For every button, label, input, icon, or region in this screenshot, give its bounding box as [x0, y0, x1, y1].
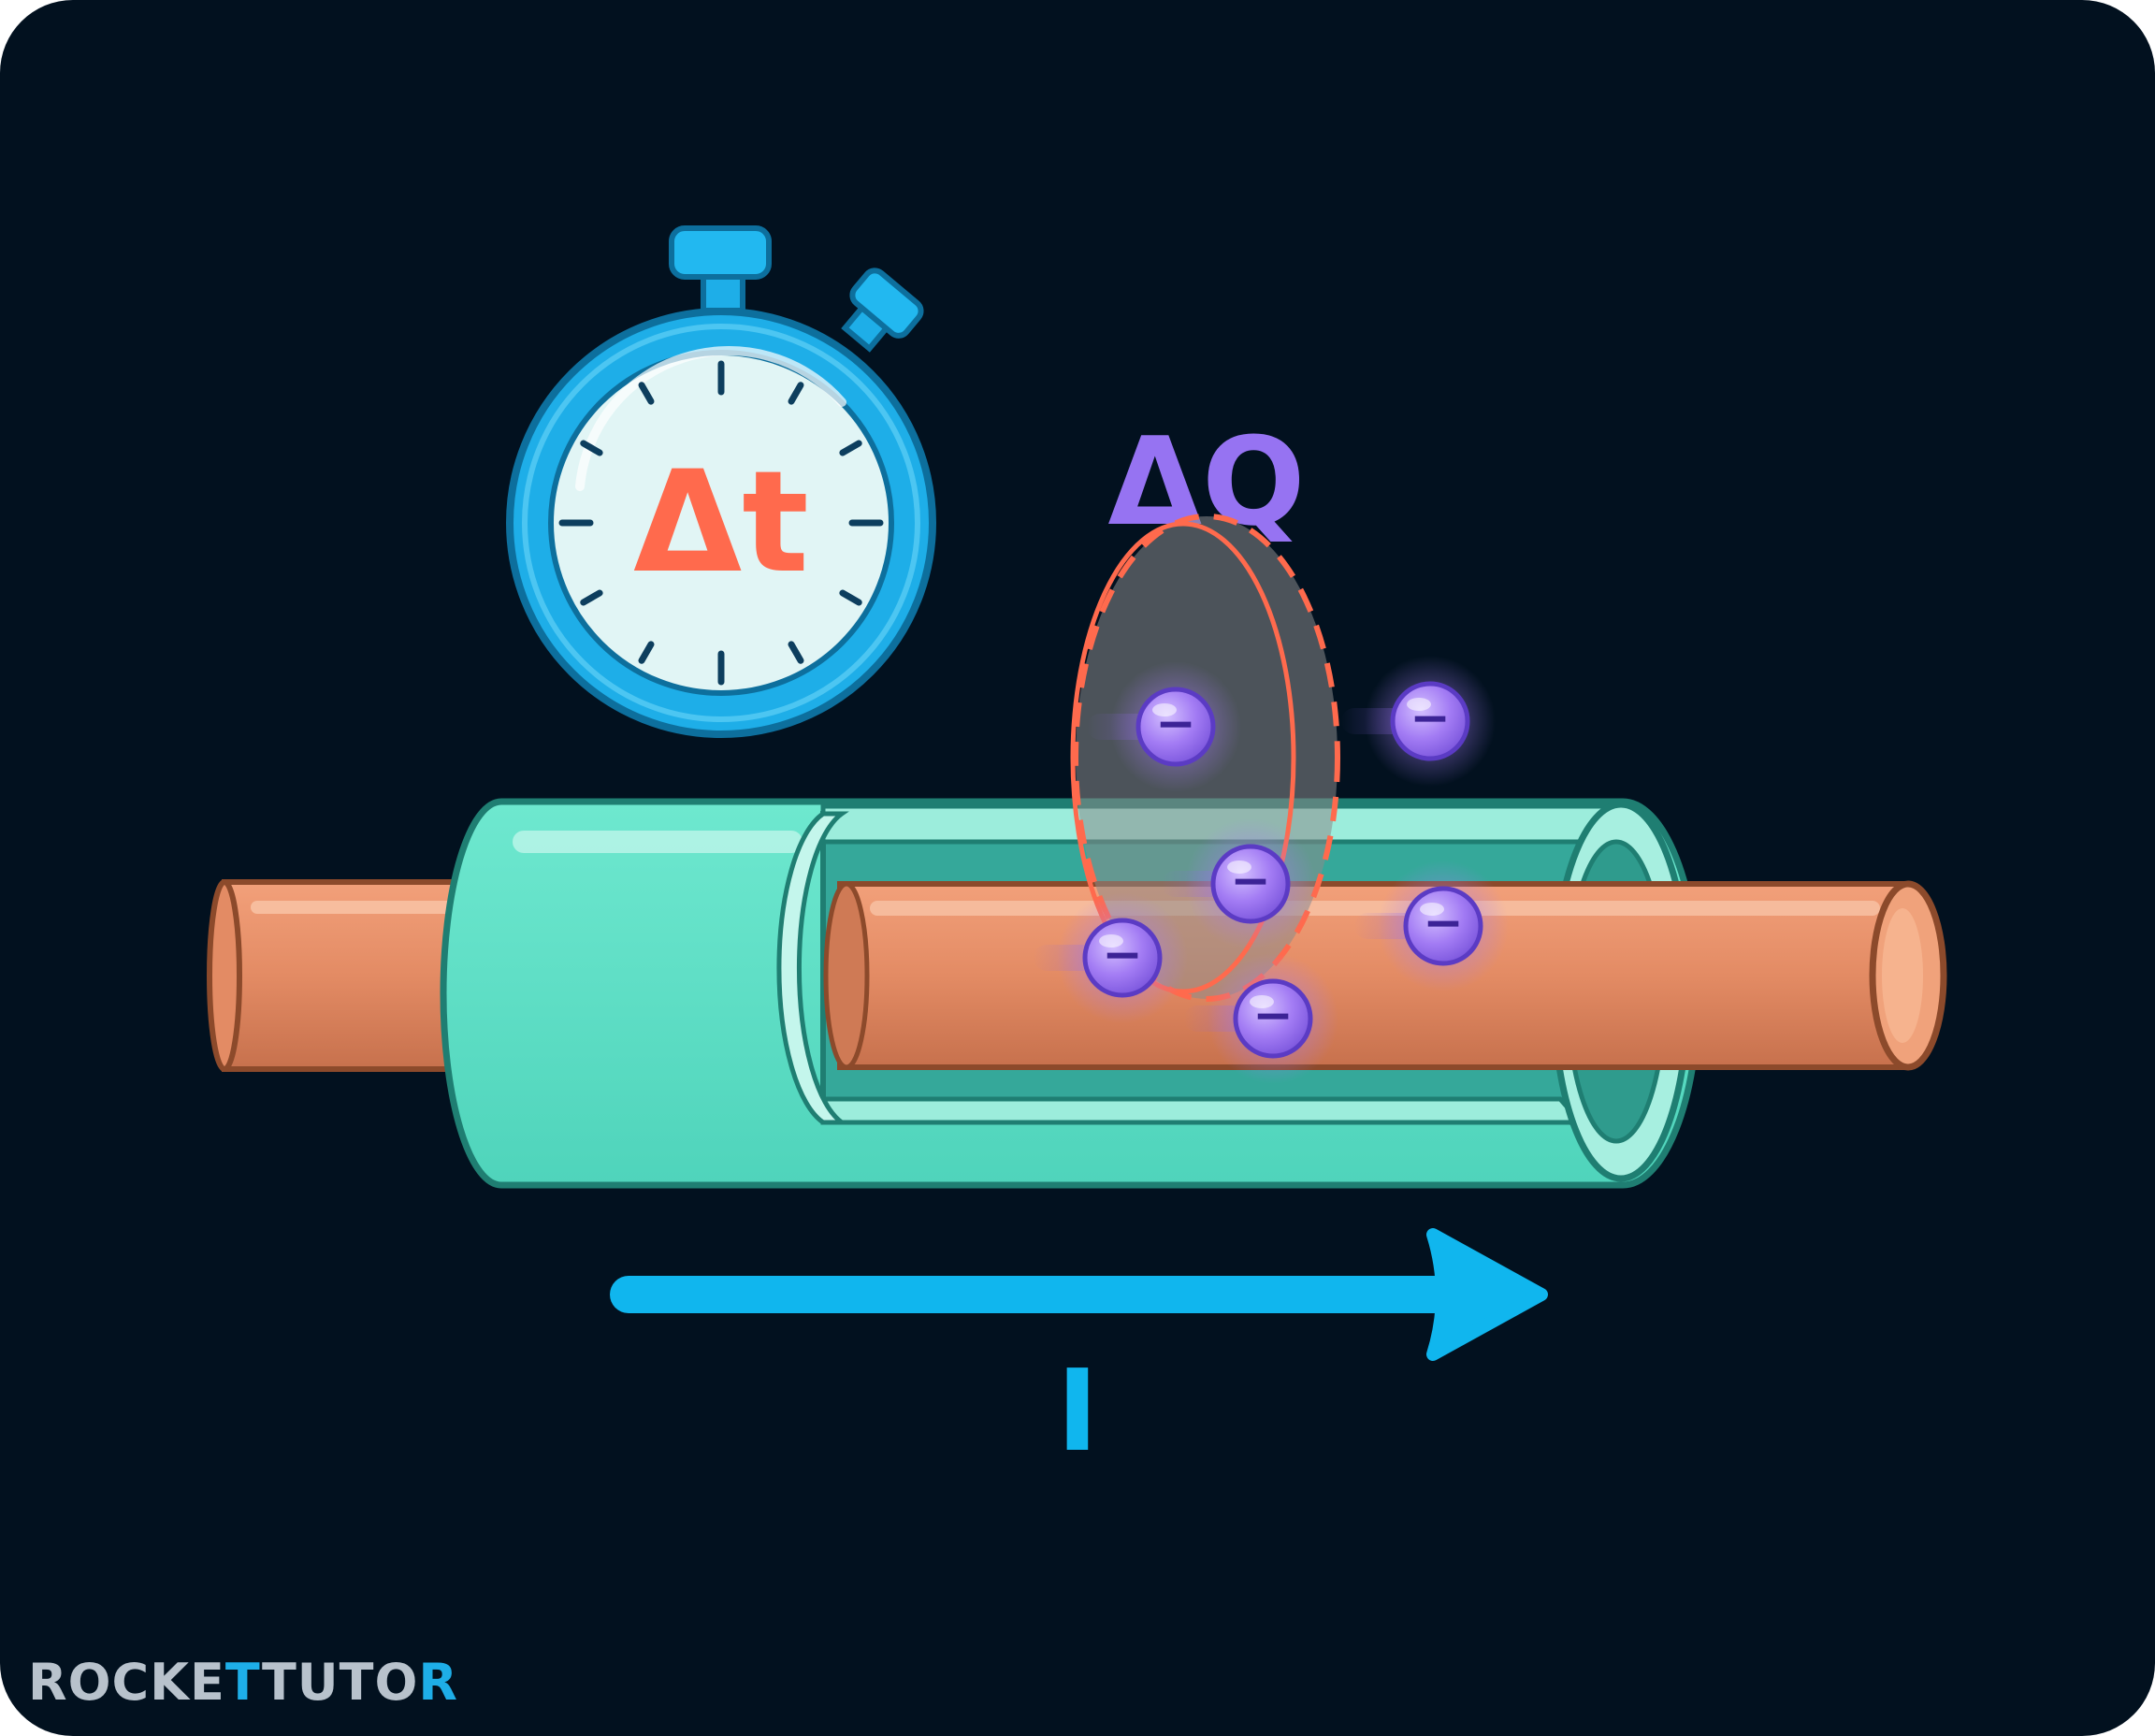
arrow-right-icon [610, 1228, 1548, 1361]
stopwatch-tick [638, 382, 655, 405]
stopwatch-tick [839, 440, 862, 456]
electron-charge-sign: − [1230, 853, 1271, 909]
stopwatch-tick [788, 641, 804, 664]
electron-charge-sign: − [1410, 690, 1451, 746]
brand-logo: ROCKETTUTOR [28, 1653, 458, 1712]
electron-charge-sign: − [1423, 895, 1464, 951]
electrons: − − − − − − [1034, 656, 1509, 1084]
electron-icon: − [1162, 818, 1316, 949]
time-interval-label: Δt [633, 441, 809, 604]
electron-icon: − [1184, 953, 1338, 1084]
stopwatch-tick [788, 382, 804, 405]
electron-icon: − [1341, 656, 1496, 787]
stopwatch-tick [839, 589, 862, 606]
stopwatch-tick [580, 589, 603, 606]
electron-charge-sign: − [1102, 927, 1143, 983]
current-label: I [1057, 1347, 1099, 1477]
electron-icon: − [1087, 661, 1241, 792]
stopwatch-tick [580, 440, 603, 456]
electron-icon: − [1354, 861, 1509, 991]
electron-charge-sign: − [1252, 988, 1294, 1044]
stopwatch-icon [506, 225, 936, 738]
stopwatch-tick [638, 641, 655, 664]
electron-icon: − [1034, 892, 1188, 1023]
electron-charge-sign: − [1155, 696, 1196, 752]
